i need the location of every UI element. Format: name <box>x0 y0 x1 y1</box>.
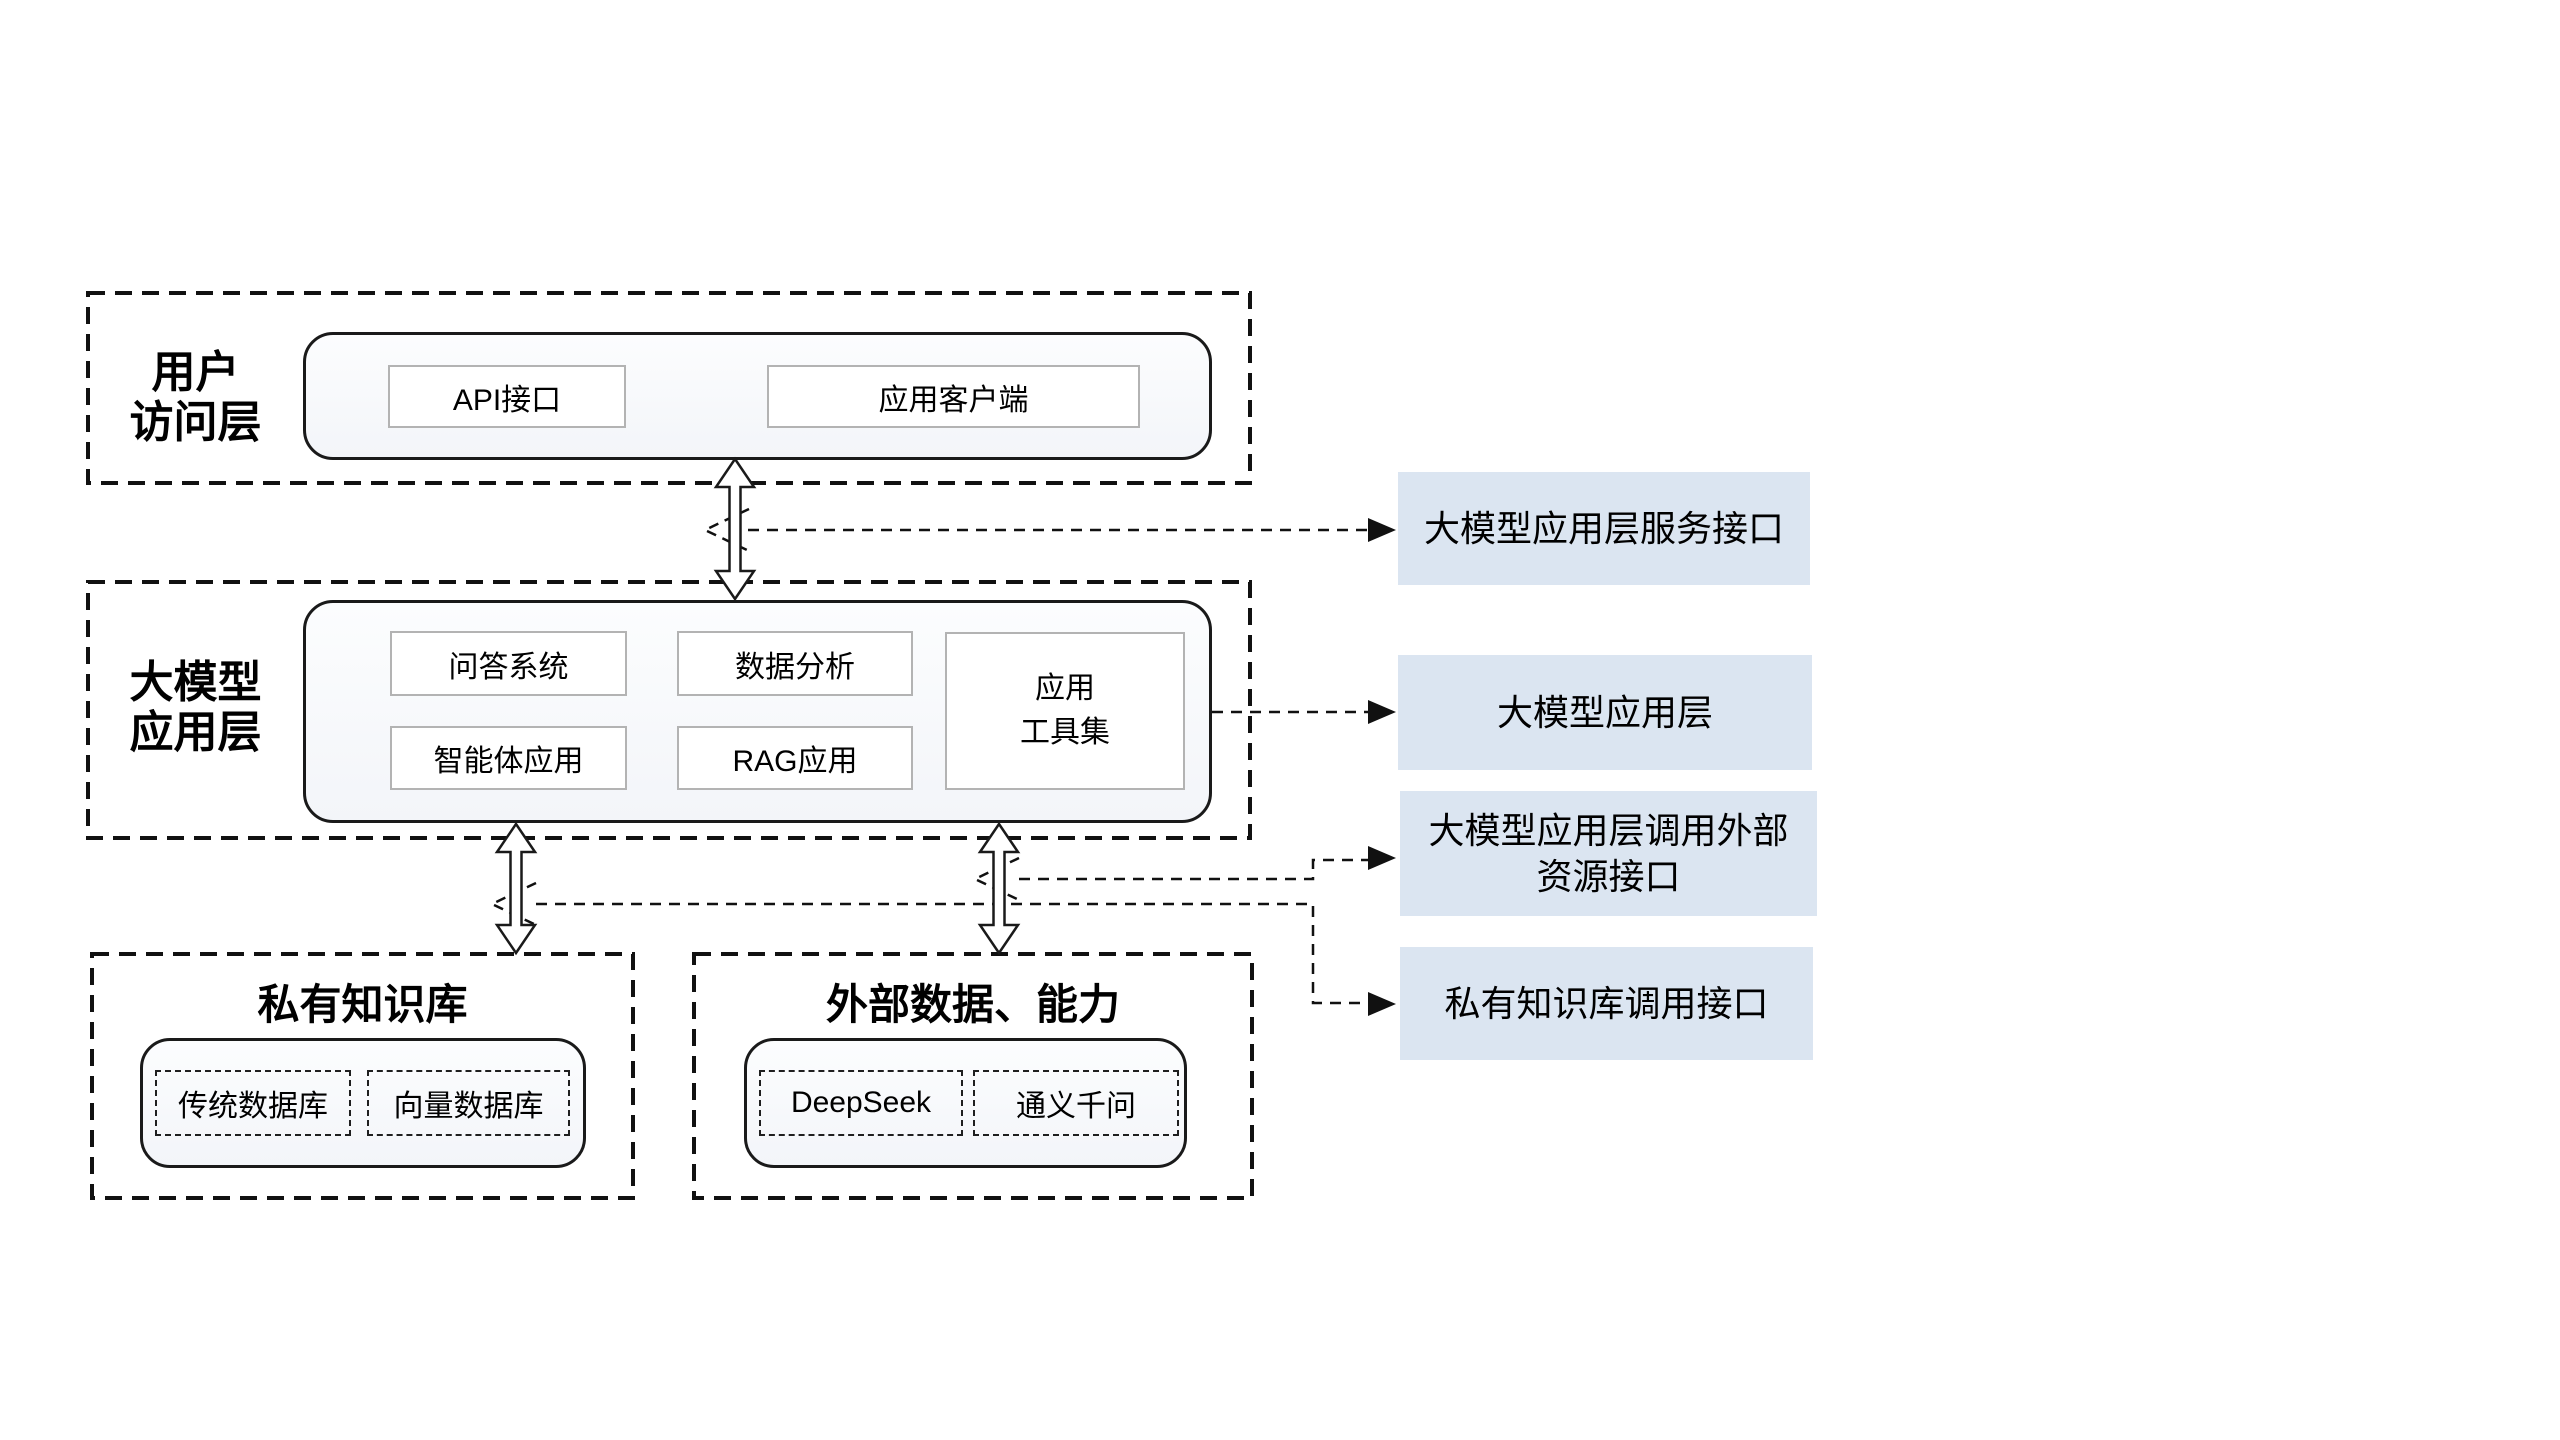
external-border <box>692 952 1254 1200</box>
arrowhead-service-icon <box>1368 518 1396 542</box>
double-arrow-model-kb-icon <box>494 821 538 956</box>
interface-external-res-line2: 资源接口 <box>1536 855 1681 897</box>
user-layer-title: 用户 访问层 <box>88 348 303 448</box>
private-kb-container <box>140 1038 586 1168</box>
node-app-toolset: 应用 工具集 <box>945 632 1185 790</box>
double-arrow-model-external-icon <box>977 821 1021 956</box>
node-qianwen: 通义千问 <box>973 1070 1179 1136</box>
user-layer-title-line1: 用户 <box>151 348 240 397</box>
interface-kb-call-label: 私有知识库调用接口 <box>1400 947 1813 1060</box>
double-arrow-user-model-icon <box>713 456 757 602</box>
model-layer-title-line2: 应用层 <box>129 708 262 757</box>
node-api: API接口 <box>388 365 626 428</box>
external-container <box>744 1038 1187 1168</box>
private-kb-border <box>90 952 635 1200</box>
node-app-toolset-line2: 工具集 <box>1020 716 1110 749</box>
external-title: 外部数据、能力 <box>825 981 1120 1028</box>
arrowhead-external-res-icon <box>1368 846 1396 870</box>
interface-service-label: 大模型应用层服务接口 <box>1398 472 1810 585</box>
connector-kb-call-line <box>536 902 1368 1005</box>
node-qa-system: 问答系统 <box>390 631 627 696</box>
node-deepseek: DeepSeek <box>759 1070 963 1136</box>
user-layer-title-line2: 访问层 <box>129 398 262 447</box>
node-rag-app: RAG应用 <box>677 726 913 790</box>
connector-external-res-line <box>1019 858 1368 881</box>
arrowhead-applayer-icon <box>1368 700 1396 724</box>
arrowhead-kb-call-icon <box>1368 992 1396 1016</box>
node-app-toolset-line1: 应用 <box>1035 672 1095 705</box>
node-app-client: 应用客户端 <box>767 365 1140 428</box>
model-layer-title: 大模型 应用层 <box>88 658 303 758</box>
interface-external-res-label: 大模型应用层调用外部 资源接口 <box>1400 791 1817 916</box>
node-vector-db: 向量数据库 <box>367 1070 570 1136</box>
interface-applayer-label: 大模型应用层 <box>1398 655 1812 770</box>
model-layer-border <box>86 580 1252 840</box>
node-agent-app: 智能体应用 <box>390 726 627 790</box>
node-data-analysis: 数据分析 <box>677 631 913 696</box>
interface-external-res-line1: 大模型应用层调用外部 <box>1428 809 1789 851</box>
model-layer-title-line1: 大模型 <box>129 658 262 707</box>
node-traditional-db: 传统数据库 <box>155 1070 351 1136</box>
user-layer-border <box>86 291 1252 485</box>
open-arrowhead-icon <box>702 507 750 553</box>
private-kb-title: 私有知识库 <box>257 981 468 1028</box>
